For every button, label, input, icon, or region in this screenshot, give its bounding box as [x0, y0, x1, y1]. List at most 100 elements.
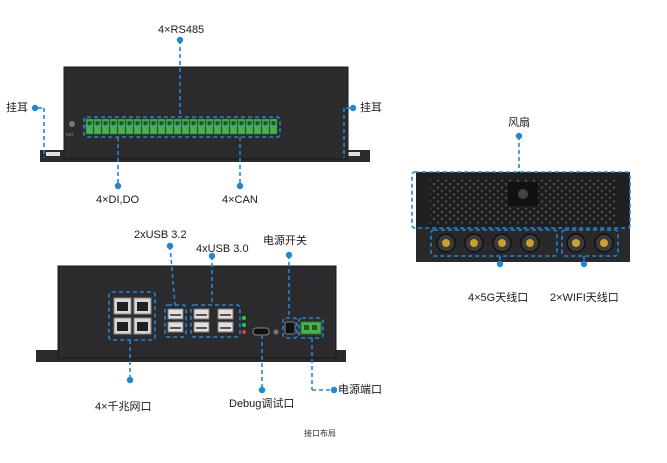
device-io-view — [36, 265, 346, 362]
power-switch-box — [282, 317, 298, 339]
terminal-screw — [191, 121, 196, 125]
usb-tongue — [196, 314, 207, 316]
rj45-socket — [137, 322, 148, 331]
dot-marker-icon — [349, 104, 357, 112]
dot-marker-icon — [515, 132, 523, 140]
terminal-screw — [255, 121, 260, 125]
terminal-screw — [247, 121, 252, 125]
terminal-screw — [111, 121, 116, 125]
dot-marker-icon — [236, 182, 244, 190]
rj45-socket — [117, 302, 128, 311]
terminal-screw — [135, 121, 140, 125]
dot-marker-icon — [176, 36, 184, 44]
label-usb32: 2xUSB 3.2 — [134, 229, 187, 241]
antenna-pin — [600, 239, 608, 247]
led-1 — [242, 316, 246, 320]
terminal-screw — [263, 121, 268, 125]
power-switch — [284, 321, 296, 335]
dot-marker-icon — [126, 376, 134, 384]
svg-text:RST: RST — [66, 132, 75, 137]
terminal-screw — [271, 121, 276, 125]
terminal-screw — [215, 121, 220, 125]
callout-dots — [31, 36, 588, 394]
reset-button — [69, 121, 75, 127]
label-fan: 风扇 — [508, 117, 530, 129]
label-ethernet: 4×千兆网口 — [95, 401, 152, 413]
power-port-box — [298, 317, 324, 339]
terminal-screw — [151, 121, 156, 125]
led-3 — [242, 330, 246, 334]
antenna-pin — [498, 239, 506, 247]
dot-marker-icon — [285, 251, 293, 259]
wifi-box — [561, 229, 619, 257]
fan-box — [411, 171, 631, 229]
ear-slot-right — [346, 152, 360, 156]
terminal-screw — [183, 121, 188, 125]
antenna-pin — [470, 239, 478, 247]
fan-icon — [518, 189, 528, 199]
usb-tongue — [170, 314, 181, 316]
terminal-screw — [159, 121, 164, 125]
dot-marker-icon — [330, 386, 338, 394]
dot-marker-icon — [208, 252, 216, 260]
usb30-box — [190, 304, 241, 338]
label-power-switch: 电源开关 — [263, 235, 307, 247]
label-ear-left: 挂耳 — [6, 102, 28, 114]
label-rs485: 4×RS485 — [158, 24, 205, 36]
dot-marker-icon — [580, 260, 588, 268]
terminal-screw — [175, 121, 180, 125]
figure-caption: 接口布局 — [304, 429, 336, 438]
label-power-port: 电源端口 — [338, 384, 382, 396]
label-usb30: 4xUSB 3.0 — [196, 243, 249, 255]
ear-slot-left — [46, 152, 60, 156]
terminal-screw — [239, 121, 244, 125]
5g-box — [430, 229, 558, 257]
usb32-box — [164, 304, 187, 338]
antenna-pin — [572, 239, 580, 247]
label-debug: Debug调试口 — [229, 398, 295, 410]
terminal-screw — [207, 121, 212, 125]
terminal-screw — [167, 121, 172, 125]
antenna-pin — [526, 239, 534, 247]
callout-lines — [38, 40, 631, 391]
led-2 — [242, 323, 246, 327]
dot-marker-icon — [114, 182, 122, 190]
label-5g-antenna: 4×5G天线口 — [468, 292, 529, 304]
label-ear-right: 挂耳 — [360, 102, 382, 114]
ethernet-ports — [113, 297, 152, 335]
label-di-do: 4×DI,DO — [96, 194, 140, 206]
rs485-box — [83, 116, 281, 138]
usb-ports — [167, 308, 234, 333]
dot-marker-icon — [258, 386, 266, 394]
usb-tongue — [220, 314, 231, 316]
rj45-socket — [117, 322, 128, 331]
terminal-screw — [231, 121, 236, 125]
dot-marker-icon — [31, 104, 39, 112]
debug-usb-c-port — [252, 327, 270, 336]
device-fan-view — [416, 172, 630, 262]
terminal-screw — [127, 121, 132, 125]
terminal-screw — [223, 121, 228, 125]
terminal-screw — [143, 121, 148, 125]
terminal-screw — [87, 121, 92, 125]
ethernet-box — [108, 291, 156, 341]
dot-marker-icon — [496, 260, 504, 268]
terminal-screw — [199, 121, 204, 125]
usb-tongue — [220, 327, 231, 329]
label-wifi-antenna: 2×WIFI天线口 — [550, 292, 619, 304]
reset-pin — [273, 329, 279, 335]
device-top-view: RST — [40, 66, 370, 162]
usb-tongue — [196, 327, 207, 329]
antenna-ports — [436, 233, 614, 253]
terminal-screw — [119, 121, 124, 125]
rj45-socket — [137, 302, 148, 311]
terminal-screw — [103, 121, 108, 125]
label-can: 4×CAN — [222, 194, 258, 206]
usb-tongue — [170, 327, 181, 329]
chassis-top — [64, 67, 348, 159]
terminal-screw — [95, 121, 100, 125]
dot-marker-icon — [166, 242, 174, 250]
antenna-pin — [442, 239, 450, 247]
